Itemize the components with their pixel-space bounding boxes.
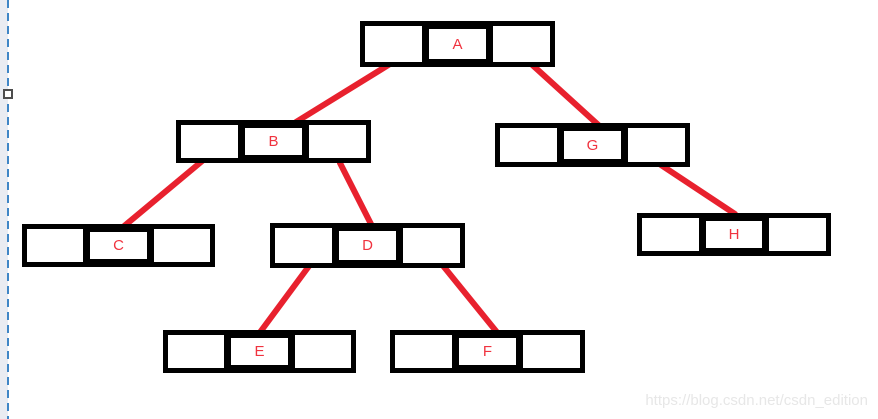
- data-cell: C: [90, 232, 147, 259]
- node-label: C: [113, 237, 124, 254]
- node-label: F: [482, 343, 493, 360]
- data-cell: E: [231, 338, 288, 365]
- node-label: G: [586, 136, 599, 154]
- node-label: H: [728, 226, 740, 243]
- edge-B-D: [337, 160, 376, 231]
- tree-node-H: H: [637, 213, 831, 256]
- edge-D-E: [255, 259, 315, 338]
- tree-node-B: B: [176, 120, 371, 163]
- data-cell: F: [459, 338, 516, 365]
- right-pointer-cell: [294, 335, 351, 368]
- right-pointer-cell: [403, 228, 460, 263]
- right-pointer-cell: [628, 128, 685, 162]
- data-cell: B: [245, 128, 302, 155]
- data-cell: H: [705, 221, 763, 248]
- edge-D-F: [437, 259, 503, 339]
- tree-node-A: A: [360, 21, 555, 67]
- left-pointer-cell: [500, 128, 557, 162]
- left-pointer-cell: [168, 335, 225, 368]
- right-pointer-cell: [493, 26, 550, 62]
- tree-node-F: F: [390, 330, 585, 373]
- tree-node-D: D: [270, 223, 465, 268]
- node-label: B: [268, 133, 279, 150]
- left-pointer-cell: [642, 218, 699, 251]
- right-pointer-cell: [153, 229, 210, 262]
- tree-node-C: C: [22, 224, 215, 267]
- right-pointer-cell: [523, 335, 580, 368]
- left-pointer-cell: [275, 228, 332, 263]
- right-pointer-cell: [769, 218, 827, 251]
- edge-B-C: [120, 154, 210, 230]
- node-label: D: [362, 237, 373, 254]
- left-pointer-cell: [27, 229, 84, 262]
- data-cell: D: [339, 231, 396, 260]
- node-label: A: [452, 35, 463, 53]
- canvas-left-margin-strip: [0, 0, 8, 419]
- left-pointer-cell: [365, 26, 422, 62]
- tree-node-G: G: [495, 123, 690, 167]
- tree-node-E: E: [163, 330, 356, 373]
- watermark-text: https://blog.csdn.net/csdn_edition: [645, 392, 868, 409]
- right-pointer-cell: [309, 125, 366, 158]
- edge-A-B: [293, 61, 393, 125]
- canvas-resize-handle[interactable]: [3, 89, 13, 99]
- edge-G-H: [655, 160, 738, 217]
- data-cell: G: [564, 131, 621, 159]
- node-label: E: [254, 343, 265, 360]
- left-pointer-cell: [181, 125, 238, 158]
- data-cell: A: [429, 29, 486, 59]
- left-pointer-cell: [395, 335, 452, 368]
- edge-A-G: [525, 58, 608, 134]
